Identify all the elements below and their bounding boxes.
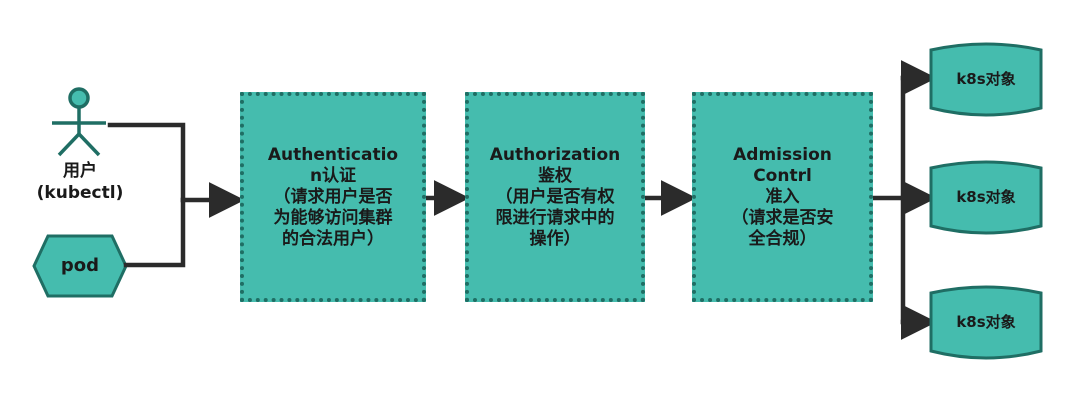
user-label: 用户 (kubectl) [36, 161, 124, 203]
admission-box: Admission Contrl 准入 （请求是否安 全合规） [692, 92, 873, 302]
target-shape-2 [929, 160, 1043, 235]
admission-text: Admission Contrl 准入 （请求是否安 全合规） [731, 144, 834, 249]
target-shape-1 [929, 42, 1043, 117]
authentication-box: Authenticatio n认证 （请求用户是否 为能够访问集群 的合法用户） [240, 92, 426, 302]
pod-connector [123, 197, 186, 268]
pod-label: pod [60, 255, 100, 276]
target-shape-3 [929, 285, 1043, 360]
user-connector [107, 122, 186, 203]
authorization-text: Authorization 鉴权 （用户是否有权 限进行请求中的 操作） [489, 144, 621, 249]
person-icon [52, 87, 106, 157]
pod-hexagon [32, 234, 128, 298]
authorization-box: Authorization 鉴权 （用户是否有权 限进行请求中的 操作） [465, 92, 645, 302]
target-label-1: k8s对象 [956, 70, 1016, 88]
authentication-text: Authenticatio n认证 （请求用户是否 为能够访问集群 的合法用户） [267, 144, 399, 249]
target-label-2: k8s对象 [956, 188, 1016, 206]
target-label-3: k8s对象 [956, 313, 1016, 331]
